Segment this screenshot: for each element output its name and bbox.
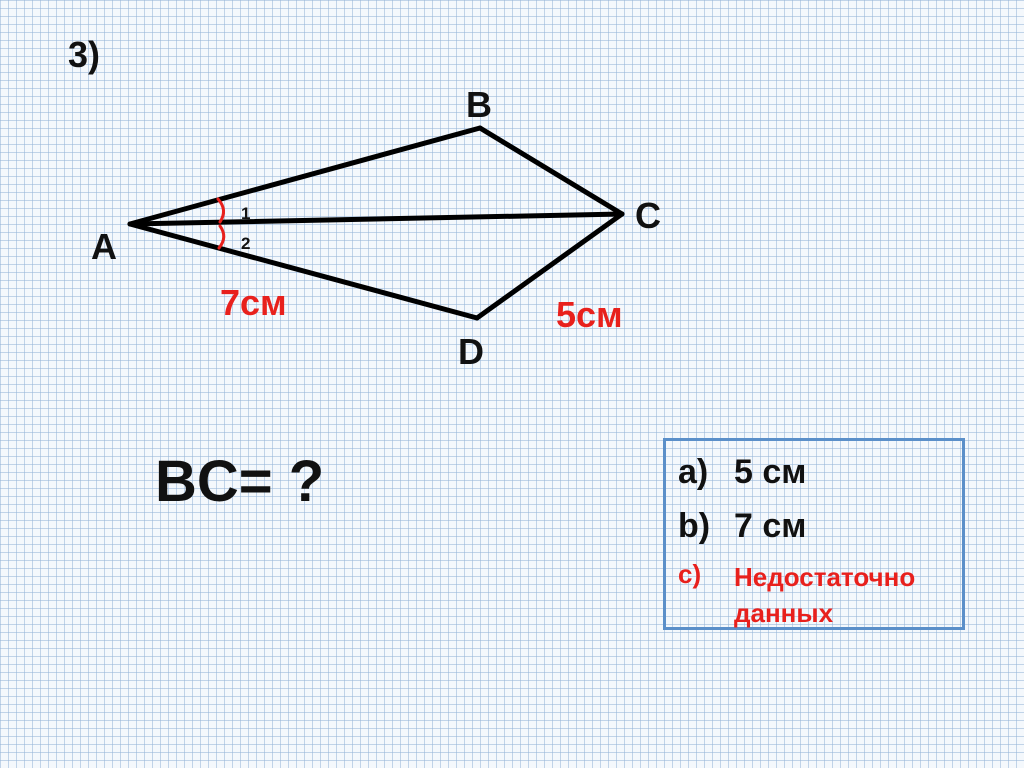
vertex-label-a: A [91, 226, 117, 267]
answer-options-box: a) 5 см b) 7 см c) Недостаточно данных [663, 438, 965, 630]
vertex-label-c: C [635, 195, 661, 236]
answer-letter: c) [678, 559, 702, 589]
answer-option-c[interactable]: c) Недостаточно данных [678, 559, 915, 631]
side-bc [477, 125, 625, 217]
vertex-label-d: D [458, 331, 484, 372]
side-da [127, 221, 480, 321]
measure-dc: 5см [556, 294, 623, 335]
angle-label-2: 2 [241, 234, 251, 253]
diagonal-ac [127, 211, 625, 227]
answer-text-line1: Недостаточно [734, 562, 916, 592]
answer-option-b[interactable]: b) 7 см [678, 507, 806, 546]
vertex-label-b: B [466, 84, 492, 125]
question-text: BC= ? [155, 449, 325, 514]
angle-arc-2 [217, 224, 226, 250]
angle-arc-1 [216, 197, 225, 224]
angle-label-1: 1 [241, 204, 251, 223]
answer-letter: a) [678, 453, 709, 491]
side-ab [127, 125, 483, 227]
measure-ad: 7см [220, 282, 287, 323]
task-number: 3) [68, 34, 101, 75]
answer-text: 5 см [734, 453, 807, 491]
answer-text: 7 см [734, 507, 807, 545]
answer-letter: b) [678, 507, 711, 545]
answer-text-line2: данных [734, 598, 834, 628]
answer-option-a[interactable]: a) 5 см [678, 453, 806, 492]
side-cd [474, 211, 625, 321]
